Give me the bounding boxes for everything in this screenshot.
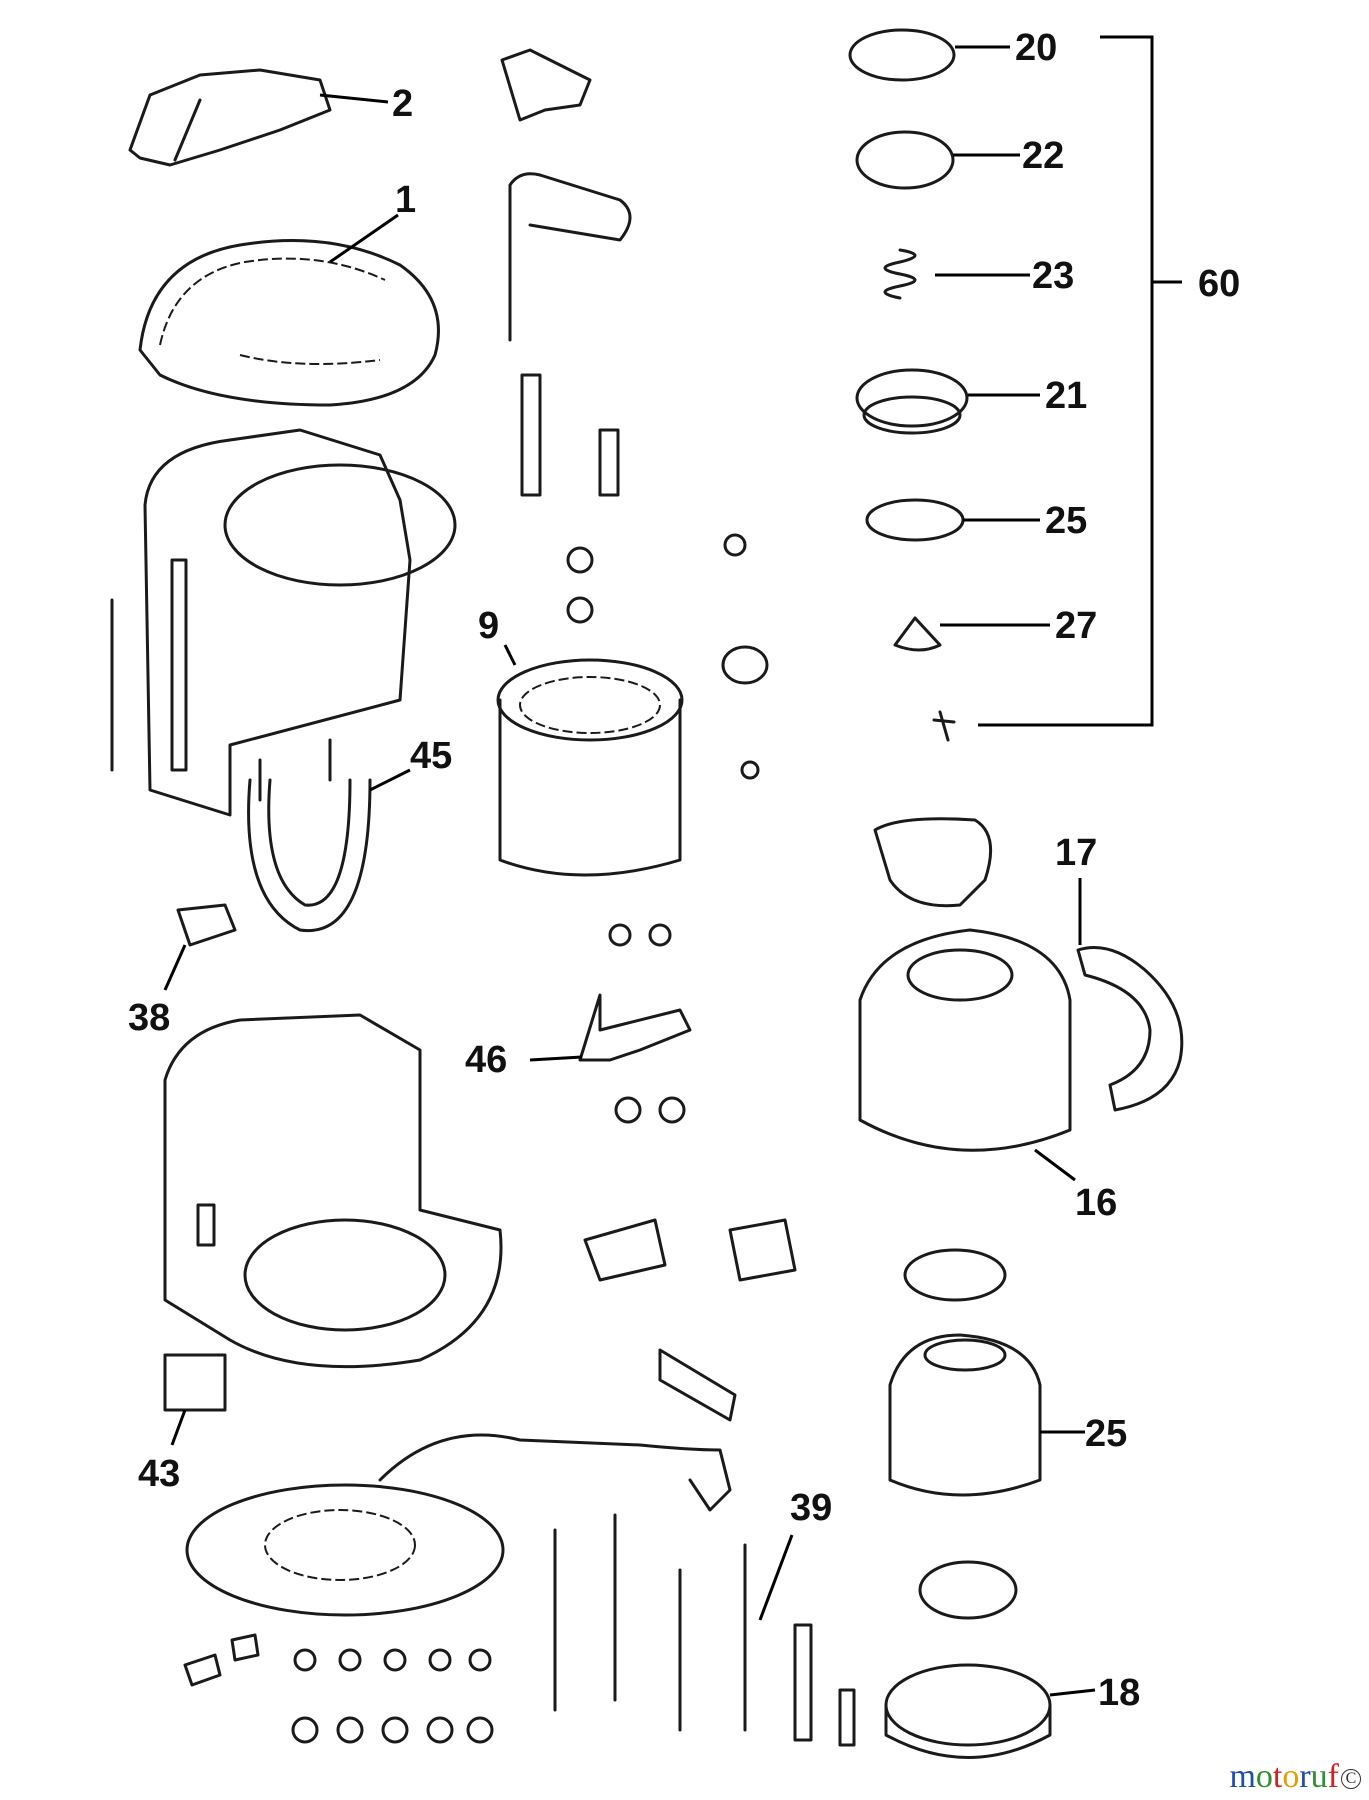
callout-27: 27 <box>1055 605 1097 647</box>
part-2-gasket <box>128 68 332 167</box>
watermark-letter: o <box>1255 1758 1273 1795</box>
part-9-filter-holder <box>498 698 682 877</box>
callout-16: 16 <box>1075 1182 1117 1224</box>
callout-9: 9 <box>478 605 499 647</box>
leader-39 <box>758 1534 794 1621</box>
leader-1 <box>329 213 399 264</box>
part-tube-segment-a <box>520 373 542 497</box>
leader-38 <box>163 944 187 991</box>
callout-60: 60 <box>1198 263 1240 305</box>
part-base-switch-slot <box>196 1203 216 1247</box>
part-46-bracket <box>578 993 692 1062</box>
part-upper-housing-top <box>223 463 457 587</box>
callout-39: 39 <box>790 1487 832 1529</box>
callout-38: 38 <box>128 997 170 1039</box>
callout-20: 20 <box>1015 27 1057 69</box>
part-1-lid <box>138 239 440 407</box>
part-top-nozzle <box>500 48 592 122</box>
part-21-collar-bottom <box>862 395 962 435</box>
part-jug-bottom-insert <box>918 1560 1018 1620</box>
leader-45 <box>369 768 411 792</box>
watermark-badge: C <box>1341 1769 1361 1790</box>
part-45-heater <box>247 738 372 933</box>
part-gauge-window <box>170 558 188 772</box>
watermark-letter: r <box>1299 1758 1311 1795</box>
part-bottom-plate <box>185 1483 505 1617</box>
callout-1: 1 <box>395 179 416 221</box>
part-jug-seal <box>903 1248 1007 1302</box>
assembly-bracket-60 <box>978 35 1182 727</box>
part-17-handle <box>1076 946 1184 1112</box>
callout-17: 17 <box>1055 832 1097 874</box>
part-25-glass <box>888 1333 1042 1497</box>
callout-18: 18 <box>1098 1672 1140 1714</box>
watermark-letter: o <box>1282 1758 1300 1795</box>
part-21-collar <box>855 368 969 428</box>
part-base-warmer <box>243 1218 447 1332</box>
callout-43: 43 <box>138 1453 180 1495</box>
part-upper-housing <box>143 428 412 817</box>
part-carafe-lid <box>873 817 993 908</box>
part-43-switch <box>163 1353 227 1412</box>
part-small-screw <box>932 710 956 742</box>
watermark-letter: t <box>1272 1758 1283 1795</box>
watermark-letter: f <box>1327 1758 1339 1795</box>
part-25-seal-ring <box>865 498 965 542</box>
watermark-letter: m <box>1229 1758 1256 1795</box>
part-bottom-plate-ring <box>264 1509 416 1581</box>
callout-23: 23 <box>1032 255 1074 297</box>
part-27-cone <box>893 616 942 652</box>
part-38-thermostat <box>176 903 237 947</box>
leader-46 <box>529 1055 583 1062</box>
callout-45: 45 <box>410 735 452 777</box>
part-18-base-wall <box>884 1703 1052 1759</box>
part-16-jug-opening <box>906 948 1014 1002</box>
callout-2: 2 <box>392 83 413 125</box>
part-25-glass-neck <box>923 1338 1007 1372</box>
callout-25a: 25 <box>1045 500 1087 542</box>
leader-18 <box>1049 1688 1096 1697</box>
part-riser-tube <box>508 172 632 342</box>
screws-group <box>566 533 797 1422</box>
leader-16 <box>1034 1148 1076 1182</box>
leader-9 <box>503 644 517 666</box>
part-23-spring <box>883 248 917 300</box>
part-power-cord <box>378 1433 732 1512</box>
part-16-jug <box>858 928 1072 1152</box>
callout-22: 22 <box>1022 135 1064 177</box>
part-tube-segment-b <box>598 428 620 497</box>
leader-43 <box>170 1409 187 1446</box>
part-20-ring <box>848 28 956 82</box>
callout-25b: 25 <box>1085 1413 1127 1455</box>
leader-2 <box>319 93 389 104</box>
part-base-housing <box>163 1013 503 1369</box>
bottom-small-parts <box>183 1633 494 1744</box>
part-9-filter-rim <box>496 658 684 742</box>
part-22-valve-cap <box>855 130 955 190</box>
wire-harness-group <box>553 1513 856 1747</box>
part-1-lid-inner <box>159 257 386 365</box>
part-9-filter-cone <box>519 676 661 734</box>
callout-21: 21 <box>1045 375 1087 417</box>
watermark-letter: u <box>1310 1758 1328 1795</box>
part-18-base <box>884 1663 1052 1747</box>
callout-46: 46 <box>465 1039 507 1081</box>
